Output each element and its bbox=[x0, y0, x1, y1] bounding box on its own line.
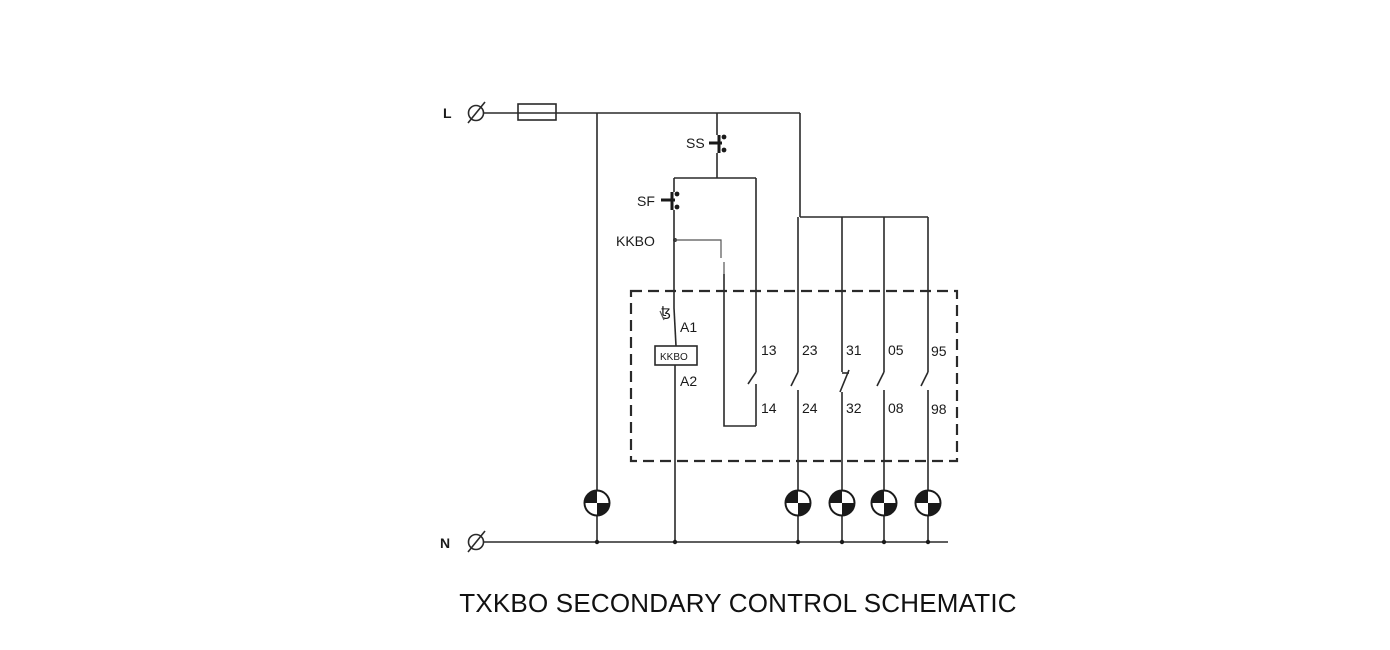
lamp-3-icon bbox=[828, 489, 856, 517]
terminal-24: 24 bbox=[802, 400, 818, 416]
coil-terminal-a2: A2 bbox=[680, 373, 697, 389]
terminal-98: 98 bbox=[931, 401, 947, 417]
relay-coil-label: KKBO bbox=[660, 352, 688, 363]
neutral-label: N bbox=[440, 535, 450, 551]
fuse-icon bbox=[517, 103, 557, 121]
terminal-08: 08 bbox=[888, 400, 904, 416]
line-label: L bbox=[443, 105, 452, 121]
terminal-31: 31 bbox=[846, 342, 862, 358]
relay-coil bbox=[654, 345, 698, 366]
contact-tap-wire bbox=[675, 239, 722, 258]
neutral-junctions bbox=[594, 539, 931, 545]
contact-05-08 bbox=[876, 371, 885, 387]
contact-23-24 bbox=[790, 371, 799, 387]
contact-31-32 bbox=[839, 369, 850, 393]
coil-terminal-a1: A1 bbox=[680, 319, 697, 335]
lamp-2-icon bbox=[784, 489, 812, 517]
holding-return-wire bbox=[723, 274, 756, 427]
terminal-95: 95 bbox=[931, 343, 947, 359]
coil-lead-in bbox=[673, 307, 677, 347]
coil-switch-tick bbox=[659, 310, 665, 321]
lamp-4-icon bbox=[870, 489, 898, 517]
neutral-terminal-icon bbox=[467, 530, 486, 553]
lamp-1-icon bbox=[583, 489, 611, 517]
contact-95-98 bbox=[920, 371, 929, 387]
terminal-32: 32 bbox=[846, 400, 862, 416]
diagram-caption: TXKBO SECONDARY CONTROL SCHEMATIC bbox=[459, 588, 1017, 618]
relay-enclosure bbox=[629, 289, 959, 463]
terminal-13: 13 bbox=[761, 342, 777, 358]
line-terminal-icon bbox=[467, 101, 486, 124]
terminal-23: 23 bbox=[802, 342, 818, 358]
start-switch-label: SF bbox=[637, 193, 655, 209]
stop-switch-label: SS bbox=[686, 135, 705, 151]
start-pushbutton-icon bbox=[661, 191, 680, 210]
contact-13-14 bbox=[747, 371, 757, 385]
terminal-05: 05 bbox=[888, 342, 904, 358]
relay-contact-label: KKBO bbox=[616, 233, 655, 249]
lamp-5-icon bbox=[914, 489, 942, 517]
terminal-14: 14 bbox=[761, 400, 777, 416]
stop-pushbutton-icon bbox=[709, 134, 727, 153]
coil-thermal-mark: ꜩ bbox=[661, 303, 671, 319]
